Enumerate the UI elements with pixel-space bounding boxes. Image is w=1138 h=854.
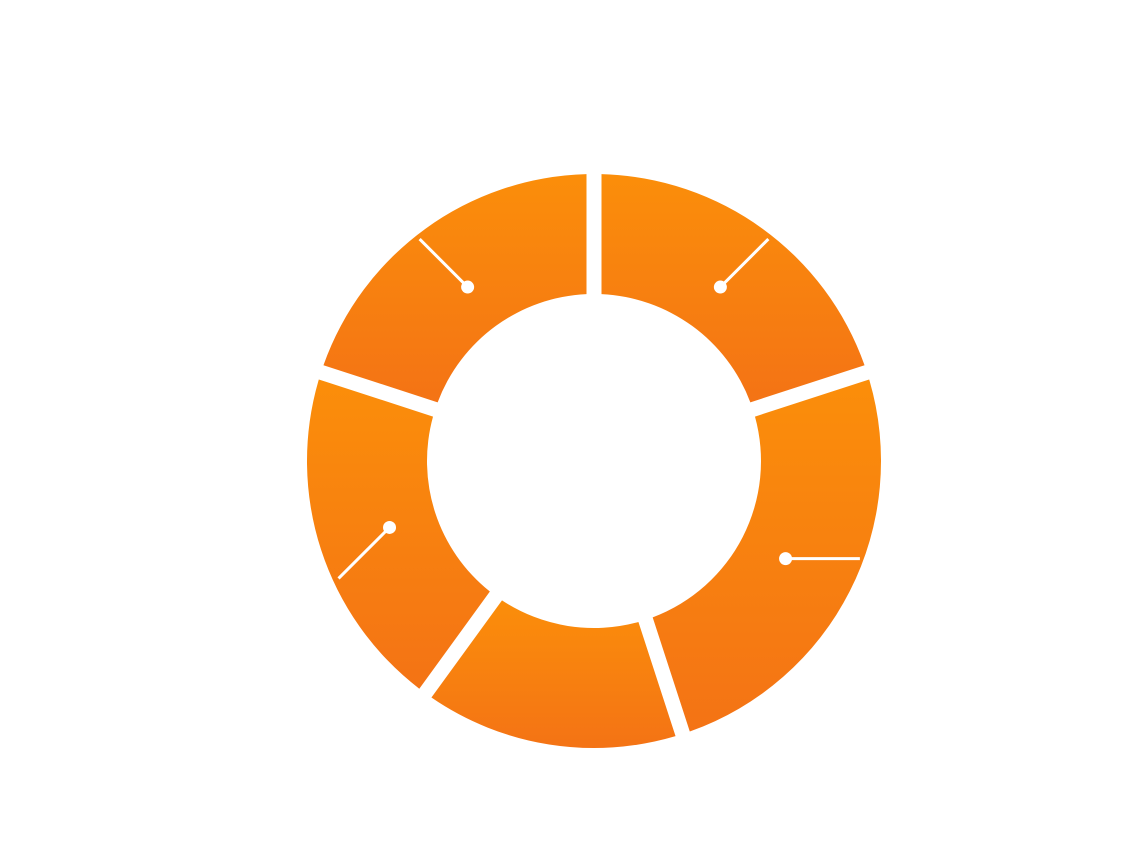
donut-segments xyxy=(306,174,882,749)
callout-leader-line-1 xyxy=(719,237,770,289)
donut-segment-2 xyxy=(652,379,882,732)
callout-leader-line-4 xyxy=(418,237,469,289)
donut-segment-5 xyxy=(323,174,587,403)
callout-dot-1 xyxy=(713,280,727,294)
donut-segment-3 xyxy=(431,600,676,749)
callout-markers xyxy=(337,237,860,580)
donut-segment-4 xyxy=(306,379,490,689)
callout-dot-3 xyxy=(383,520,397,534)
callout-leader-line-3 xyxy=(337,526,391,580)
donut-segment-1 xyxy=(601,174,865,403)
callout-dot-2 xyxy=(779,552,793,566)
callout-dot-4 xyxy=(461,280,475,294)
